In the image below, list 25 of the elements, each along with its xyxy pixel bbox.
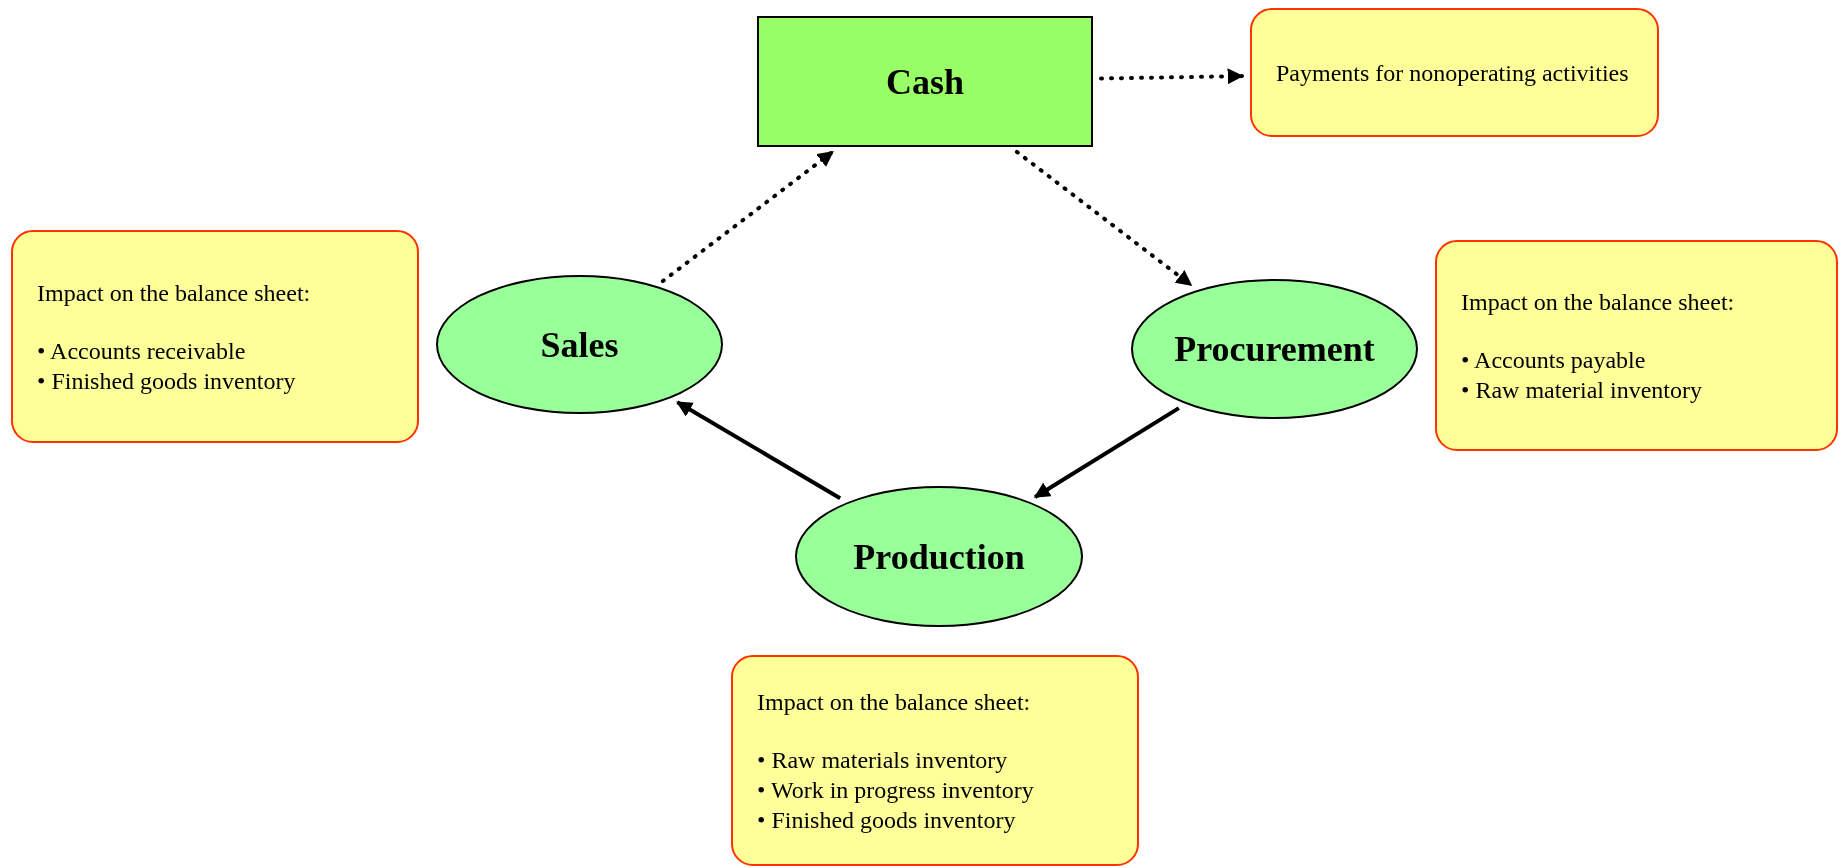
node-label: Production (853, 535, 1025, 579)
node-label: Sales (540, 323, 619, 367)
arrow (660, 149, 835, 283)
note-text: • Work in progress inventory (757, 775, 1035, 805)
note-box (11, 230, 419, 443)
arrow (1014, 149, 1193, 288)
arrow (1099, 68, 1244, 85)
arrow (1033, 406, 1180, 499)
note-heading: Impact on the balance sheet: (1461, 287, 1736, 317)
node-label: Cash (886, 60, 964, 104)
process-box (757, 16, 1093, 147)
node-label: Procurement (1174, 328, 1375, 371)
note-text: • Finished goods inventory (37, 366, 297, 396)
note-box (1435, 240, 1838, 451)
note-text: • Accounts payable (1461, 345, 1647, 375)
arrow (676, 400, 842, 500)
note-text: • Raw material inventory (1461, 375, 1703, 405)
note-text: • Raw materials inventory (757, 745, 1009, 775)
note-heading: Impact on the balance sheet: (757, 687, 1032, 717)
note-text: Payments for nonoperating activities (1276, 58, 1630, 88)
note-text: • Finished goods inventory (757, 805, 1017, 835)
note-text: • Accounts receivable (37, 336, 247, 366)
note-box (1250, 8, 1659, 137)
note-heading: Impact on the balance sheet: (37, 278, 312, 308)
note-box (731, 655, 1139, 866)
